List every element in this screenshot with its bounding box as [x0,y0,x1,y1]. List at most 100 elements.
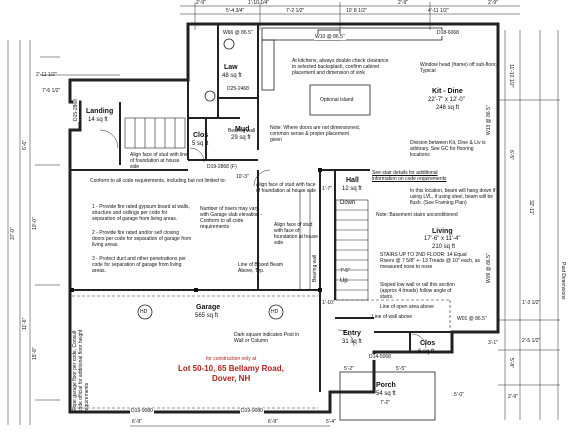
posts [70,168,322,292]
dim-mid-9: 3'-1" [488,340,498,346]
note-line-boxed: Line of Boxed Beam Above, Typ. [238,262,284,274]
note-code-2: 2 - Provide fire rated and/or self closi… [92,230,192,248]
dim-top-1: 2'-9" [196,0,206,6]
note-optional-island: Optional Island [320,97,354,103]
tag-d18: D18-6068 [436,30,460,36]
hd-markers [137,304,284,320]
dim-right-7: 2'-9" [508,394,518,400]
note-slope-floor: Slope garage floor per code. Consult cod… [72,329,90,412]
garage-line [72,295,451,409]
tag-w01: W01 @ 86.5" [456,316,488,322]
room-dims-kitdine: 22'-7" x 12'-0" [428,97,465,103]
note-conform-title: Conform to all code requirements, includ… [90,178,226,184]
kitchen-cabinets [204,27,443,116]
room-name-entry: Entry [343,330,361,337]
dim-left-6: 11'-6" [22,317,28,330]
dim-right-4: 1'-3 1/2" [522,300,541,306]
note-doors: Note: Where doors are not dimensioned, c… [270,125,361,143]
dim-mid-5: 5'-2" [344,366,354,372]
note-align-face-1: Align face of stud with line of foundati… [130,152,188,170]
dim-mid-4: 1'-10" [322,300,335,306]
note-division: Division between Kit, Dine & Liv is arbi… [410,140,486,158]
dim-bottom-3: 5'-4" [326,419,336,425]
interior-walls [70,24,452,392]
tag-w10: W10 @ 86.5" [314,34,346,40]
note-code-3: 3 - Protect duct and other penetrations … [92,256,186,274]
room-name-clos-lower: Clos [420,340,436,347]
dim-right-6: 5'-8" [508,358,514,368]
label-lot-line-1: Lot 50-10, 65 Bellamy Road, [178,364,284,373]
room-area-hall: 12 sq ft [342,186,362,192]
room-area-porch: 54 sq ft [376,391,396,397]
note-line-above: Line of wall above [372,314,413,320]
tag-d19: D19-2868 (F) [206,164,238,170]
label-construction-only: for construction only at [206,356,257,362]
note-stairs-up: STAIRS UP TO 2ND FLOOR: 14 Equal Risers … [380,252,480,270]
dim-left-1: 2'-11 1/2" [36,72,57,78]
exterior-walls [68,22,500,414]
room-name-kitdine: Kit - Dine [432,88,463,95]
dim-mid-1: 10'-3" [236,174,249,180]
room-area-mud: 29 sq ft [231,135,251,141]
room-name-living: Living [432,228,453,235]
door-swings [99,129,427,349]
note-sloped-low-wall: Sloped low wall or rail this section (ap… [380,282,455,300]
dim-right-1: 11'-10 1/2" [508,64,514,88]
room-name-hall: Hall [346,177,359,184]
note-align-face-2: Align face of stud with face of foundati… [256,182,317,194]
tag-w13: W13 @ 86.5" [486,104,492,136]
room-name-landing: Landing [86,108,114,115]
dim-mid-2: 1'-7" [322,186,332,192]
label-bearing-wall-2: Bearing wall [312,254,318,282]
room-name-clos-upper: Clos [193,132,209,139]
note-kitchen-clearance: At kitchens, always double check clearan… [292,58,389,76]
dim-top-6: 2'-9" [398,0,408,6]
dim-top-5: 10' 8 1/2" [346,8,367,14]
dim-left-2: 7'-6 1/2" [42,88,61,94]
tag-w09: W09 @ 86.5" [486,252,492,284]
note-beam: In this location, beam will hang down if… [410,188,496,206]
room-area-living: 210 sq ft [432,244,456,250]
dim-mid-6: 5'-5" [396,366,406,372]
note-risers: Number of risers may vary with Garage sl… [200,206,262,230]
dim-right-5: 2'-5 1/2" [522,338,541,344]
dim-right-3: 32'-11" [528,200,534,216]
room-area-entry: 31 sq ft [342,339,362,345]
dim-mid-3: 7'-5" [340,268,350,274]
note-open-area: Line of open area above [380,304,434,310]
room-area-law: 48 sq ft [222,73,242,79]
room-area-landing: 14 sq ft [88,117,108,123]
tag-d15: D15-2868 [73,98,79,122]
dim-mid-8: 5'-0" [454,392,464,398]
dim-top-2: 5'-4 3/4" [226,8,245,14]
tag-w66: W66 @ 86.5" [222,30,254,36]
dim-bottom-2: 6'-9" [268,419,278,425]
note-dark-square: Dark square indicates Post in Wall or Co… [234,332,300,344]
dim-right-2: 6'-5" [508,150,514,160]
dim-bottom-1: 6'-9" [132,419,142,425]
tag-d14: D14-5068 [368,354,392,360]
tag-hd-2: HD [271,309,279,315]
dim-left-5: 10'-0" [32,217,38,230]
tag-hd-1: HD [140,309,148,315]
label-bearing-wall-1: Bearing wall [228,128,256,134]
room-area-kitdine: 246 sq ft [436,105,460,111]
stair-label-up: Up [340,278,348,284]
tag-d19-9080-a: D19-9080 [130,408,154,414]
dim-left-3: 6'-6" [22,140,28,150]
dim-left-4: 37'-0" [10,227,16,240]
note-align-face-3: Align face of stud with face of foundati… [274,222,318,246]
note-code-1: 1 - Provide fire rated gypsum board at w… [92,204,190,222]
dim-left-7: 15'-8" [32,347,38,360]
note-basement-stairs: Note: Basement stairs unconditioned [376,212,458,218]
label-past-dimensions: Past Dimensions [560,262,566,300]
dim-top-3: 1'-10 1/4" [248,0,270,6]
tag-d25: D25-2468 [226,86,250,92]
tag-d19-9080-b: D19-9080 [240,408,264,414]
room-name-law: Law [224,64,238,71]
dim-mid-7: 7'-2" [380,400,390,406]
dim-top-7: 4'-11 1/2" [428,8,449,14]
stair-label-down: Down [340,200,356,206]
room-name-garage: Garage [196,304,221,311]
room-name-porch: Porch [376,382,396,389]
